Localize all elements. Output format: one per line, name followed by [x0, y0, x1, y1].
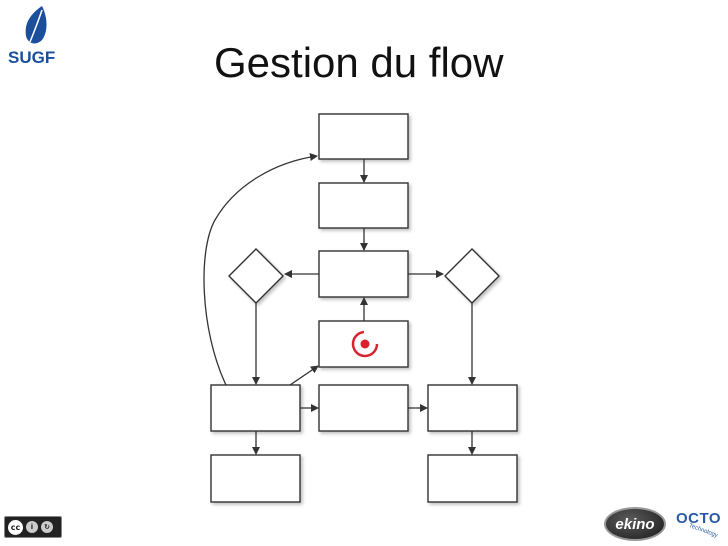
attribution-icon: i: [26, 521, 38, 533]
edge-bottom-left-to-target: [289, 365, 319, 386]
slide-title: Gestion du flow: [214, 39, 504, 86]
box-top: [318, 113, 409, 160]
cc-license-badge: cc i ↻: [4, 516, 62, 538]
box-final-right: [427, 454, 518, 503]
decision-diamond-left: [228, 248, 284, 304]
ekino-logo-text: ekino: [615, 515, 655, 533]
ekino-logo: ekino: [604, 507, 666, 541]
box-final-left: [210, 454, 301, 503]
cc-icon: cc: [8, 519, 23, 535]
octo-logo-text: OCTO: [676, 510, 722, 527]
leaf-logo-icon: [25, 6, 47, 44]
target-icon: [351, 330, 379, 358]
box-bottom-right: [427, 384, 518, 432]
sugf-logo-text: SUGF: [8, 48, 56, 67]
edge-loop-back-to-top: [203, 153, 318, 386]
octo-logo: OCTO Technology: [672, 508, 726, 542]
box-bottom-middle: [318, 384, 409, 432]
box-bottom-left: [210, 384, 301, 432]
box-second: [318, 182, 409, 229]
share-alike-icon: ↻: [41, 521, 53, 533]
box-center: [318, 250, 409, 298]
decision-diamond-right: [444, 248, 500, 304]
